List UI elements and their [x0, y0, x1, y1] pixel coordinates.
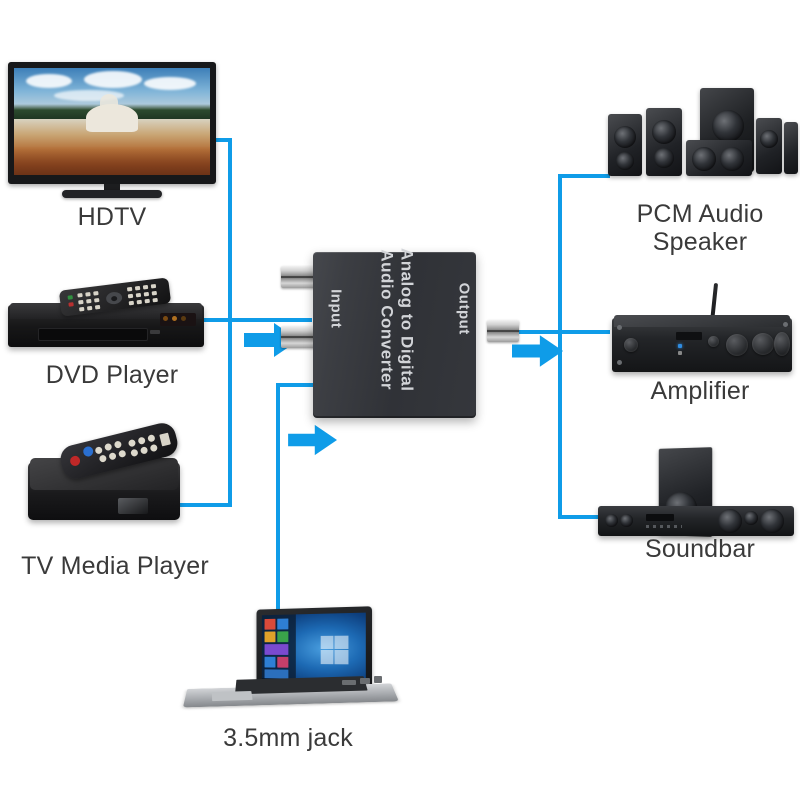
connector-media-player-stub	[180, 503, 232, 507]
converter-body	[313, 252, 476, 418]
laptop-label: 3.5mm jack	[223, 724, 353, 752]
arrow-output-main	[512, 335, 564, 367]
connector-laptop-to-converter	[276, 383, 324, 387]
connector-left-trunk	[228, 138, 232, 507]
connector-speaker-stub	[558, 174, 610, 178]
converter-body-text: Analog to Digital Audio Converter	[378, 247, 417, 392]
pcm-audio-speaker-label: PCM Audio Speaker	[636, 200, 764, 256]
rca-coaxial-output	[487, 320, 519, 342]
rca-input-right	[281, 326, 317, 348]
tv-media-player-label: TV Media Player	[21, 552, 209, 580]
arrow-input-aux	[288, 424, 337, 456]
hdtv-screen	[14, 68, 210, 175]
converter-input-label: Input	[327, 289, 345, 329]
hdtv-label: HDTV	[77, 203, 147, 231]
rca-input-left	[281, 266, 317, 288]
connector-laptop-vertical	[276, 383, 280, 625]
connector-dvd-to-converter	[196, 318, 312, 322]
amplifier-label: Amplifier	[650, 377, 750, 405]
connector-soundbar-stub	[558, 515, 610, 519]
soundbar-label: Soundbar	[644, 535, 756, 563]
dvd-player-label: DVD Player	[45, 361, 179, 389]
connector-converter-to-amplifier	[508, 330, 610, 334]
connector-right-trunk	[558, 174, 562, 519]
converter-output-label: Output	[455, 282, 473, 335]
